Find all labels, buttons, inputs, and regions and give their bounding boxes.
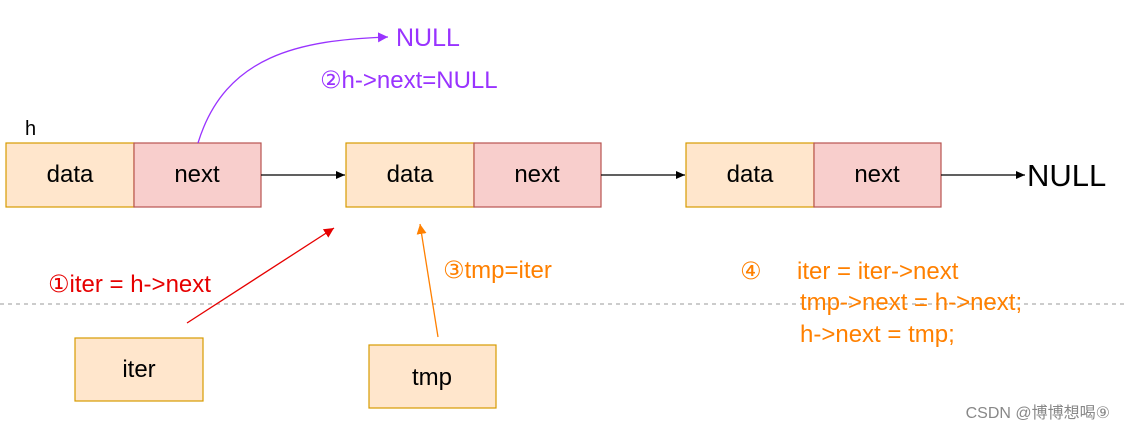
step3-label: ③tmp=iter — [443, 257, 552, 284]
iter-pointer-label: iter — [122, 356, 155, 383]
arrow-tmp-to-node2 — [416, 223, 439, 338]
tmp-pointer-box: tmp — [368, 344, 497, 409]
step4-marker: ④ — [740, 258, 762, 285]
arrow-iter-to-node2 — [186, 227, 335, 324]
step4-line-1: iter = iter->next — [797, 258, 959, 285]
tmp-pointer-label: tmp — [412, 364, 452, 391]
node-3-next-cell — [813, 142, 942, 208]
node-3-next-label: next — [854, 161, 900, 188]
watermark: CSDN @博博想喝⑨ — [966, 404, 1110, 422]
node-1-data-label: data — [47, 161, 94, 188]
step4-line-2: tmp->next = h->next; — [800, 289, 1022, 316]
step4-line-3: h->next = tmp; — [800, 321, 955, 348]
list-node-1: data next — [5, 142, 262, 208]
step1-label: ①iter = h->next — [48, 271, 211, 298]
list-node-3: data next — [685, 142, 942, 208]
top-null-label: NULL — [396, 24, 460, 52]
iter-pointer-box: iter — [74, 337, 204, 402]
head-label: h — [25, 118, 36, 140]
arrow-next-to-top-null — [197, 32, 389, 144]
tail-null-label: NULL — [1027, 158, 1106, 193]
node-2-data-cell — [345, 142, 475, 208]
step2-label: ②h->next=NULL — [320, 67, 498, 94]
list-node-2: data next — [345, 142, 602, 208]
node-2-data-label: data — [387, 161, 434, 188]
node-3-data-label: data — [727, 161, 774, 188]
node-1-next-label: next — [174, 161, 220, 188]
node-1-next-cell — [133, 142, 262, 208]
node-2-next-label: next — [514, 161, 560, 188]
